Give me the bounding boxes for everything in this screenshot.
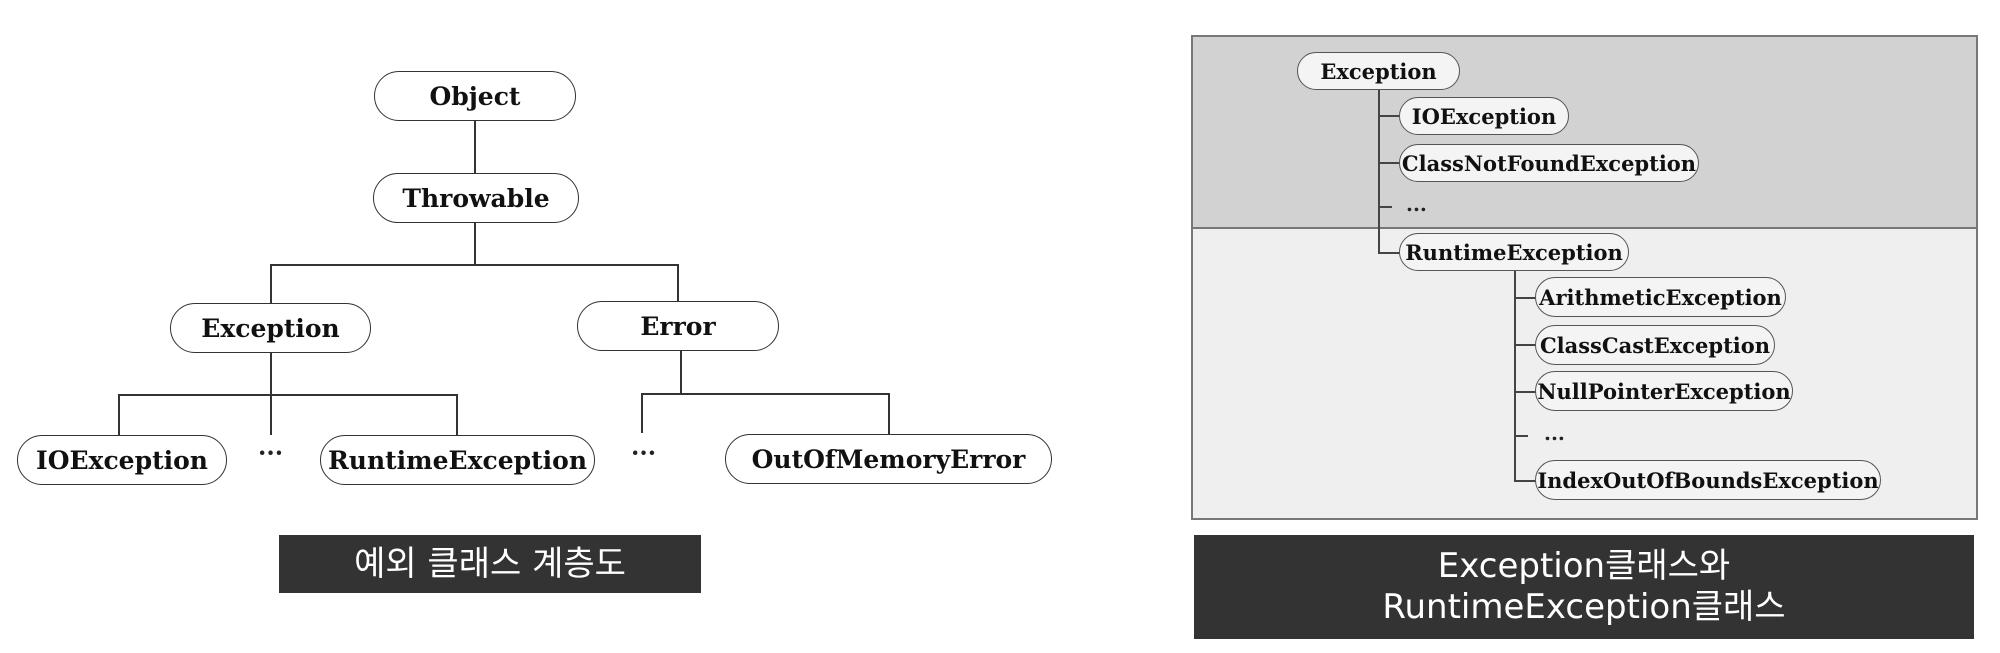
outofmemoryerror-node: OutOfMemoryError xyxy=(725,434,1052,484)
panel-frame xyxy=(1191,35,1978,520)
caption-line-2: RuntimeException클래스 xyxy=(1382,587,1786,627)
exception-node: Exception xyxy=(1297,52,1460,90)
caption-bar: 예외 클래스 계층도 xyxy=(279,535,701,593)
classnotfoundexception-node: ClassNotFoundException xyxy=(1399,144,1699,182)
caption-text: 예외 클래스 계층도 xyxy=(354,543,626,584)
connector-line xyxy=(1378,115,1400,117)
throwable-node: Throwable xyxy=(373,173,579,223)
arithmeticexception-node: ArithmeticException xyxy=(1535,277,1786,317)
connector-line xyxy=(474,222,476,265)
area-divider xyxy=(1192,227,1977,229)
connector-line xyxy=(1514,435,1528,437)
connector-line xyxy=(888,393,890,435)
connector-line xyxy=(1514,269,1516,480)
runtimeexception-node: RuntimeException xyxy=(1399,233,1629,271)
ioexception-node: IOException xyxy=(17,435,227,485)
indexoutofboundsexception-node: IndexOutOfBoundsException xyxy=(1535,460,1881,500)
connector-line xyxy=(474,120,476,182)
ellipsis: ··· xyxy=(258,438,284,467)
classcastexception-node: ClassCastException xyxy=(1535,325,1775,365)
error-node: Error xyxy=(577,301,779,351)
connector-line xyxy=(680,350,682,394)
connector-line xyxy=(1378,206,1392,208)
connector-line xyxy=(1378,252,1400,254)
object-node: Object xyxy=(374,71,576,121)
ellipsis: ... xyxy=(1544,421,1565,445)
connector-line xyxy=(456,394,458,436)
connector-line xyxy=(677,264,679,302)
connector-line xyxy=(1514,297,1536,299)
connector-line xyxy=(641,393,643,433)
connector-line xyxy=(641,393,889,395)
connector-line xyxy=(1514,480,1536,482)
connector-line xyxy=(270,264,678,266)
connector-line xyxy=(118,394,120,436)
connector-line xyxy=(270,264,272,304)
connector-line xyxy=(118,394,457,396)
caption-line-1: Exception클래스와 xyxy=(1437,546,1731,587)
ellipsis: ··· xyxy=(631,438,657,467)
connector-line xyxy=(1378,162,1400,164)
ioexception-node: IOException xyxy=(1399,97,1569,135)
connector-line xyxy=(1514,344,1536,346)
connector-line xyxy=(1514,391,1536,393)
runtimeexception-node: RuntimeException xyxy=(320,435,595,485)
connector-line xyxy=(1378,89,1380,253)
nullpointerexception-node: NullPointerException xyxy=(1535,371,1793,411)
ellipsis: ... xyxy=(1406,192,1427,216)
exception-node: Exception xyxy=(170,303,371,353)
caption-bar: Exception클래스와 RuntimeException클래스 xyxy=(1194,535,1974,639)
connector-line xyxy=(270,352,272,435)
